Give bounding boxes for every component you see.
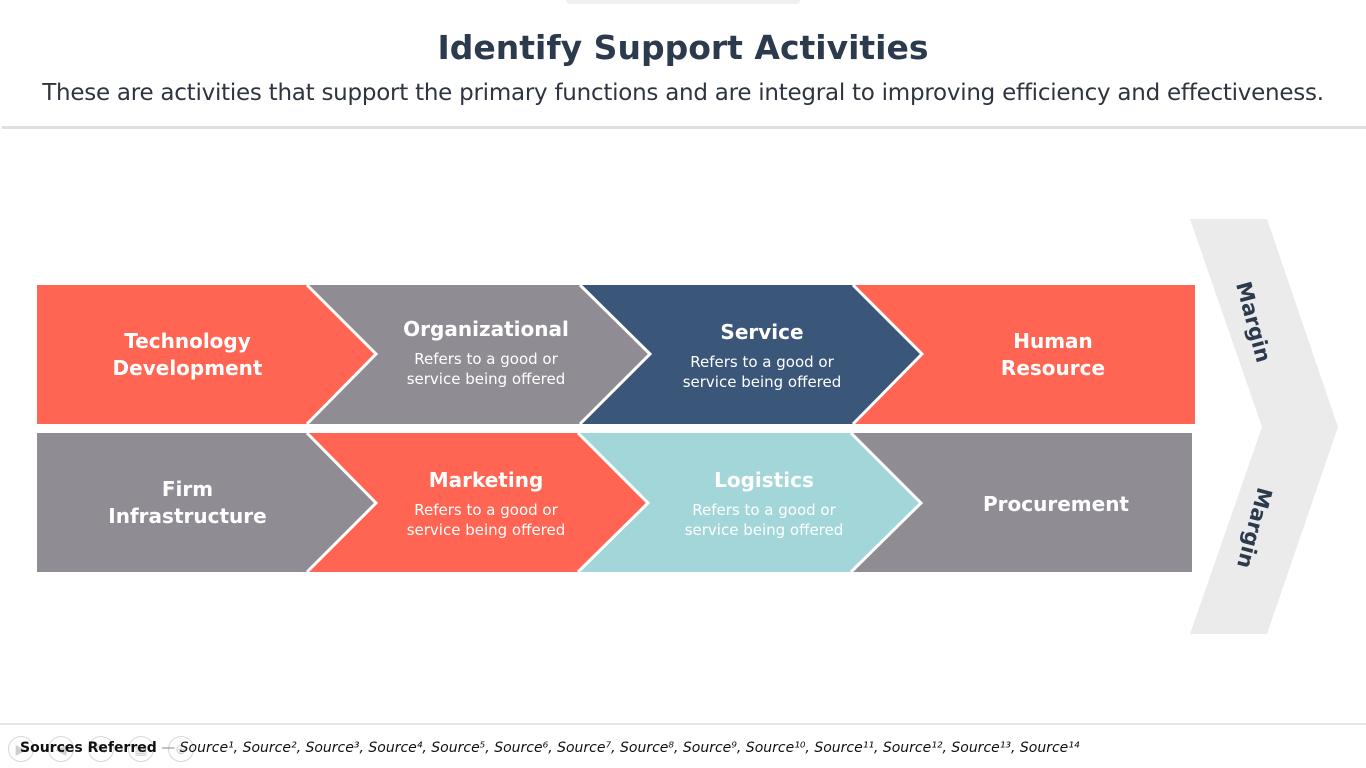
zoom-icon[interactable]: ⊕ [168, 736, 194, 762]
footer-divider [0, 723, 1366, 725]
cell-description: Refers to a good or service being offere… [682, 353, 842, 391]
row1-cell-service [580, 285, 922, 424]
row2-cell-marketing [307, 433, 648, 572]
cell-procurement-text: Procurement [930, 491, 1182, 518]
top-tab [566, 0, 800, 4]
cell-heading: Organizational [403, 317, 569, 341]
pen-icon[interactable]: ✎ [88, 736, 114, 762]
cell-marketing-text: Marketing Refers to a good or service be… [360, 467, 612, 540]
sources-label: Sources Referred [20, 740, 157, 756]
sources-footer: Sources Referred — Source¹, Source², Sou… [20, 740, 1080, 756]
cell-description: Refers to a good or service being offere… [684, 501, 844, 539]
cell-logistics-text: Logistics Refers to a good or service be… [638, 467, 890, 540]
cell-firm-infrastructure-text: Firm Infrastructure [60, 476, 315, 530]
slide-toolbar: ▶ ◀ ✎ ▦ ⊕ [8, 736, 208, 762]
page-subtitle: These are activities that support the pr… [42, 80, 1324, 106]
cell-heading: Marketing [428, 468, 544, 492]
cell-human-resource-text: Human Resource [928, 328, 1178, 382]
cell-heading: Service [720, 320, 804, 344]
cell-description: Refers to a good or service being offere… [406, 350, 566, 388]
cell-heading: Procurement [983, 492, 1129, 516]
margin-chevron [1190, 219, 1338, 634]
play-icon[interactable]: ▶ [8, 736, 34, 762]
cell-heading: Human Resource [1000, 329, 1106, 380]
cell-service-text: Service Refers to a good or service bein… [636, 319, 888, 392]
chevron-separators [305, 283, 925, 574]
row1-cell-organizational [307, 285, 650, 424]
row1-cell-technology-development [37, 285, 376, 424]
cell-technology-development-text: Technology Development [60, 328, 315, 382]
sources-dash: — [161, 740, 176, 756]
cell-heading: Technology Development [112, 329, 263, 380]
cell-organizational-text: Organizational Refers to a good or servi… [360, 316, 612, 389]
grid-icon[interactable]: ▦ [128, 736, 154, 762]
row2-cell-procurement [851, 433, 1192, 572]
cell-heading: Logistics [714, 468, 814, 492]
row1-cell-human-resource [853, 285, 1195, 424]
row2-cell-logistics [578, 433, 921, 572]
page-title: Identify Support Activities [437, 28, 929, 67]
cell-description: Refers to a good or service being offere… [406, 501, 566, 539]
row2-cell-firm-infrastructure [37, 433, 376, 572]
header-divider [2, 126, 1366, 129]
cell-heading: Firm Infrastructure [108, 477, 267, 528]
sources-list: Source¹, Source², Source³, Source⁴, Sour… [179, 740, 1080, 756]
back-icon[interactable]: ◀ [48, 736, 74, 762]
